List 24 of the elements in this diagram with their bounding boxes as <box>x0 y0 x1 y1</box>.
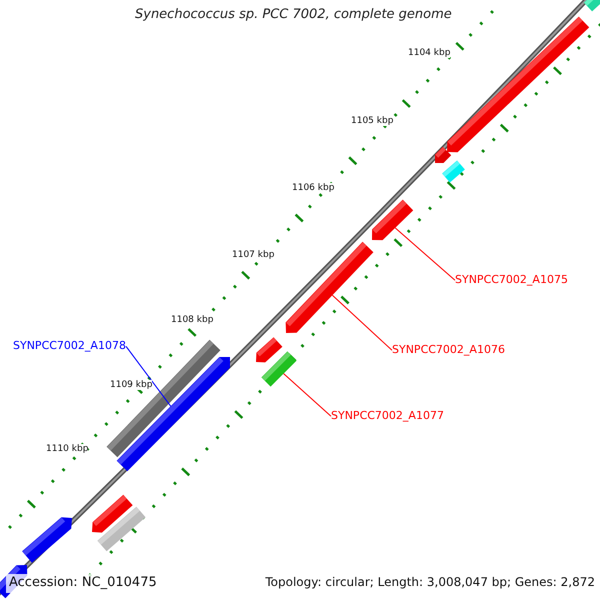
leader-line <box>283 373 332 417</box>
leader-line <box>126 346 172 407</box>
gene-feature <box>22 517 72 563</box>
tick-label: 1108 kbp <box>171 315 214 326</box>
tick-label: 1109 kbp <box>110 380 152 390</box>
gene-feature <box>97 506 146 552</box>
gene-label: SYNPCC7002_A1078 <box>13 340 126 353</box>
tick-label: 1104 kbp <box>408 48 450 58</box>
leader-line <box>394 227 456 281</box>
tick-label: 1110 kbp <box>46 444 88 454</box>
gene-feature <box>286 242 374 333</box>
gene-feature <box>584 0 600 12</box>
gene-label: SYNPCC7002_A1077 <box>331 410 444 423</box>
gene-feature <box>442 160 465 182</box>
gene-label: SYNPCC7002_A1075 <box>455 274 568 287</box>
tick-label: 1105 kbp <box>351 116 394 126</box>
tick-label: 1106 kbp <box>292 183 334 194</box>
map-title: Synechococcus sp. PCC 7002, complete genome <box>135 8 452 23</box>
gene-label: SYNPCC7002_A1076 <box>392 344 505 357</box>
gene-feature <box>372 200 414 240</box>
gene-feature <box>256 337 282 362</box>
leader-line <box>332 294 392 351</box>
tick-label: 1107 kbp <box>232 250 274 260</box>
gene-feature <box>435 146 452 163</box>
